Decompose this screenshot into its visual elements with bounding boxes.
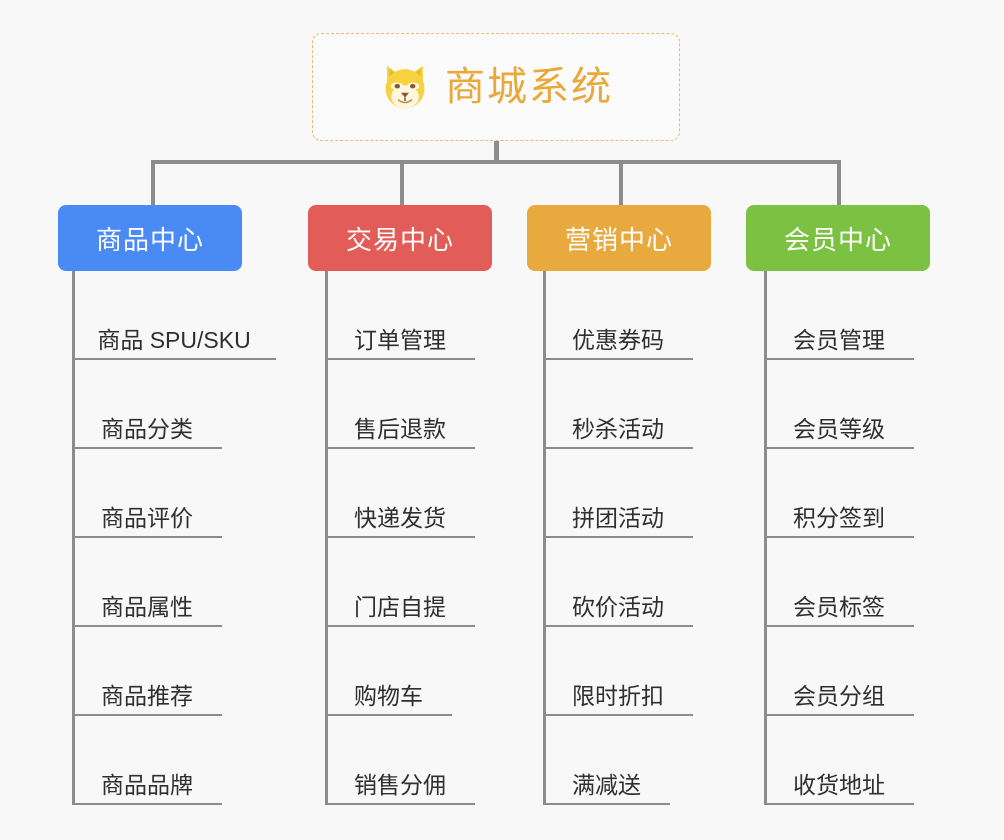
leaf-item[interactable]: 购物车	[325, 670, 452, 716]
leaf-item-label: 商品分类	[101, 415, 193, 442]
connector-drop-marketing-center	[619, 160, 623, 205]
leaf-item[interactable]: 商品品牌	[72, 759, 222, 805]
leaf-item[interactable]: 会员等级	[764, 403, 914, 449]
leaf-item-label: 商品评价	[101, 504, 193, 531]
leaf-item[interactable]: 满减送	[543, 759, 670, 805]
connector-drop-trade-center	[400, 160, 404, 205]
leaf-item-label: 售后退款	[354, 415, 446, 442]
category-header-label: 交易中心	[345, 224, 454, 255]
connector-drop-member-center	[837, 160, 841, 205]
leaf-item-label: 商品品牌	[101, 771, 193, 798]
connector-rail-trade-center	[325, 271, 328, 805]
leaf-item[interactable]: 拼团活动	[543, 492, 693, 538]
leaf-item[interactable]: 积分签到	[764, 492, 914, 538]
root-title: 商城系统	[445, 65, 613, 109]
category-header-label: 会员中心	[783, 224, 892, 255]
leaf-item[interactable]: 商品分类	[72, 403, 222, 449]
shiba-dog-icon	[385, 65, 425, 110]
leaf-item[interactable]: 商品评价	[72, 492, 222, 538]
leaf-item[interactable]: 销售分佣	[325, 759, 475, 805]
connector-drop-product-center	[151, 160, 155, 205]
leaf-item[interactable]: 门店自提	[325, 581, 475, 627]
leaf-item-label: 优惠券码	[572, 326, 664, 353]
leaf-item-label: 订单管理	[354, 326, 446, 353]
leaf-item[interactable]: 砍价活动	[543, 581, 693, 627]
leaf-item[interactable]: 商品属性	[72, 581, 222, 627]
leaf-item-label: 商品推荐	[101, 682, 193, 709]
category-header-label: 商品中心	[95, 224, 204, 255]
connector-rail-product-center	[72, 271, 75, 805]
category-header-trade-center[interactable]: 交易中心	[308, 205, 492, 271]
leaf-item[interactable]: 会员标签	[764, 581, 914, 627]
leaf-item-label: 拼团活动	[572, 504, 664, 531]
leaf-item[interactable]: 会员分组	[764, 670, 914, 716]
leaf-item[interactable]: 订单管理	[325, 314, 475, 360]
leaf-item[interactable]: 秒杀活动	[543, 403, 693, 449]
leaf-item[interactable]: 商品推荐	[72, 670, 222, 716]
connector-rail-member-center	[764, 271, 767, 805]
category-header-product-center[interactable]: 商品中心	[58, 205, 242, 271]
leaf-item-label: 门店自提	[354, 593, 446, 620]
root-node[interactable]: 商城系统	[312, 33, 680, 141]
leaf-item-label: 收货地址	[793, 771, 885, 798]
leaf-item-label: 限时折扣	[572, 682, 664, 709]
connector-root-stem	[494, 141, 499, 164]
leaf-item-label: 销售分佣	[354, 771, 446, 798]
connector-rail-marketing-center	[543, 271, 546, 805]
leaf-item[interactable]: 收货地址	[764, 759, 914, 805]
leaf-item[interactable]: 会员管理	[764, 314, 914, 360]
category-header-label: 营销中心	[564, 224, 673, 255]
leaf-item-label: 会员等级	[793, 415, 885, 442]
leaf-item-label: 会员管理	[793, 326, 885, 353]
leaf-item-label: 购物车	[354, 682, 423, 709]
leaf-item-label: 砍价活动	[572, 593, 664, 620]
leaf-item-label: 商品 SPU/SKU	[97, 326, 251, 353]
leaf-item-label: 满减送	[572, 771, 641, 798]
leaf-item-label: 积分签到	[793, 504, 885, 531]
leaf-item-label: 秒杀活动	[572, 415, 664, 442]
leaf-item[interactable]: 快递发货	[325, 492, 475, 538]
category-header-marketing-center[interactable]: 营销中心	[527, 205, 711, 271]
leaf-item[interactable]: 商品 SPU/SKU	[72, 314, 276, 360]
leaf-item[interactable]: 限时折扣	[543, 670, 693, 716]
leaf-item-label: 会员标签	[793, 593, 885, 620]
leaf-item-label: 商品属性	[101, 593, 193, 620]
leaf-item-label: 会员分组	[793, 682, 885, 709]
connector-horizontal-bus	[151, 160, 841, 164]
leaf-item[interactable]: 优惠券码	[543, 314, 693, 360]
leaf-item-label: 快递发货	[354, 504, 446, 531]
leaf-item[interactable]: 售后退款	[325, 403, 475, 449]
category-header-member-center[interactable]: 会员中心	[746, 205, 930, 271]
